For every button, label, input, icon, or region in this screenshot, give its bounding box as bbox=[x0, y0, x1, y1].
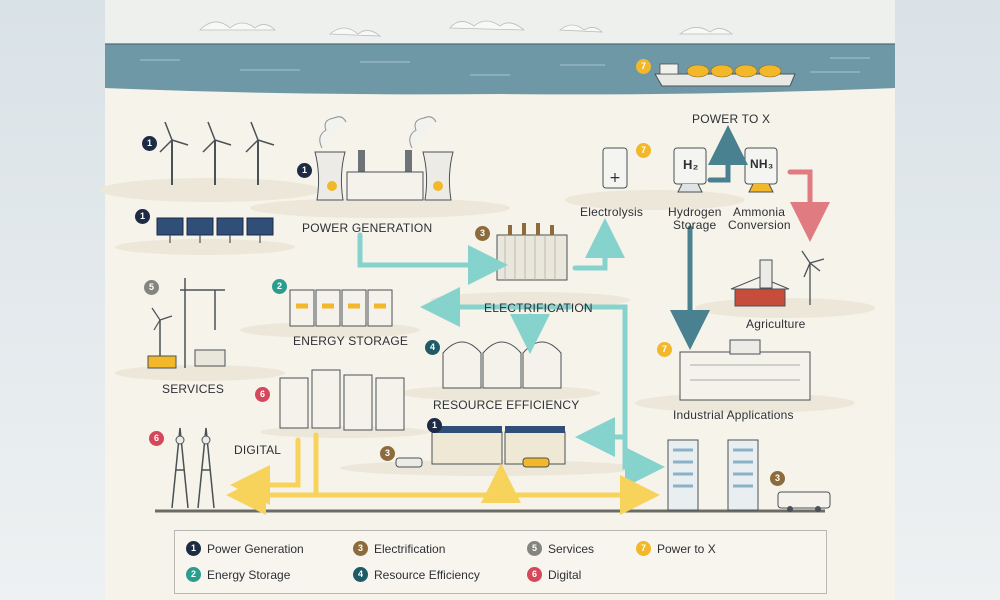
power-plant-icon bbox=[314, 116, 454, 201]
legend-label: Energy Storage bbox=[207, 568, 291, 582]
h2-symbol: H₂ bbox=[683, 157, 699, 172]
servers-badge: 6 bbox=[255, 387, 270, 402]
energy-storage-label: ENERGY STORAGE bbox=[293, 334, 409, 348]
electrolyzer-icon: + bbox=[602, 147, 628, 189]
battery-banks-icon bbox=[289, 289, 393, 327]
legend-label: Power to X bbox=[657, 542, 716, 556]
nh3-symbol: NH₃ bbox=[750, 157, 774, 171]
server-racks-icon bbox=[279, 369, 405, 431]
wind-badge: 1 bbox=[142, 136, 157, 151]
crane-and-trucks-icon bbox=[147, 278, 226, 369]
houses-badge: 1 bbox=[427, 418, 442, 433]
left-backdrop bbox=[0, 0, 105, 600]
car-badge: 3 bbox=[380, 446, 395, 461]
right-backdrop bbox=[895, 0, 1000, 600]
hydrogen-storage-label-line2: Storage bbox=[673, 218, 717, 232]
lng-ship-icon bbox=[654, 63, 796, 87]
telecom-towers-icon bbox=[171, 427, 215, 509]
factory-icon bbox=[679, 339, 811, 401]
legend-badge: 6 bbox=[527, 567, 542, 582]
svg-text:+: + bbox=[609, 170, 621, 186]
legend-label: Resource Efficiency bbox=[374, 568, 480, 582]
power-plant-badge: 1 bbox=[297, 163, 312, 178]
dark-hydrogen-flows bbox=[670, 125, 748, 350]
resource-efficiency-badge: 4 bbox=[425, 340, 440, 355]
transformer-badge: 3 bbox=[475, 226, 490, 241]
solar-badge: 1 bbox=[135, 209, 150, 224]
industrial-applications-label: Industrial Applications bbox=[673, 408, 794, 422]
legend-badge: 7 bbox=[636, 541, 651, 556]
agriculture-label: Agriculture bbox=[746, 317, 806, 331]
legend-label: Electrification bbox=[374, 542, 446, 556]
legend-label: Digital bbox=[548, 568, 582, 582]
historic-buildings-icon bbox=[442, 341, 562, 389]
digital-label: DIGITAL bbox=[234, 443, 282, 457]
ammonia-conversion-label-line2: Conversion bbox=[728, 218, 791, 232]
ammonia-conversion-label-line1: Ammonia bbox=[733, 205, 786, 219]
city-buildings-icon bbox=[667, 439, 759, 511]
ship-badge: 7 bbox=[636, 59, 651, 74]
legend-badge: 4 bbox=[353, 567, 368, 582]
industrial-badge: 7 bbox=[657, 342, 672, 357]
houses-icon bbox=[395, 426, 566, 468]
legend-badge: 1 bbox=[186, 541, 201, 556]
electrolysis-badge: 7 bbox=[636, 143, 651, 158]
farm-icon bbox=[730, 250, 825, 307]
ammonia-flow-arrow bbox=[787, 169, 830, 242]
bus-icon bbox=[777, 491, 831, 512]
towers-badge: 6 bbox=[149, 431, 164, 446]
resource-efficiency-label: RESOURCE EFFICIENCY bbox=[433, 398, 580, 412]
transformer-icon bbox=[496, 223, 568, 281]
legend-label: Services bbox=[548, 542, 595, 556]
services-label: SERVICES bbox=[162, 382, 225, 396]
energy-storage-badge: 2 bbox=[272, 279, 287, 294]
legend-label: Power Generation bbox=[207, 542, 304, 556]
hydrogen-tank-icon bbox=[673, 147, 707, 193]
bus-badge: 3 bbox=[770, 471, 785, 486]
power-to-x-label: POWER TO X bbox=[692, 112, 771, 126]
solar-panels-icon bbox=[156, 217, 274, 243]
electrolysis-label: Electrolysis bbox=[580, 205, 644, 219]
yellow-data-flows bbox=[226, 432, 660, 515]
ammonia-tank-icon bbox=[744, 147, 778, 193]
wind-turbines-icon bbox=[159, 121, 275, 185]
hydrogen-storage-label-line1: Hydrogen bbox=[668, 205, 722, 219]
services-badge: 5 bbox=[144, 280, 159, 295]
power-generation-label: POWER GENERATION bbox=[302, 221, 433, 235]
legend-badge: 2 bbox=[186, 567, 201, 582]
teal-electricity-flows bbox=[357, 218, 665, 487]
legend-badge: 5 bbox=[527, 541, 542, 556]
legend-badge: 3 bbox=[353, 541, 368, 556]
legend-box: 1 Power Generation 3 Electrification 5 S… bbox=[174, 530, 827, 594]
electrification-label: ELECTRIFICATION bbox=[484, 301, 593, 315]
